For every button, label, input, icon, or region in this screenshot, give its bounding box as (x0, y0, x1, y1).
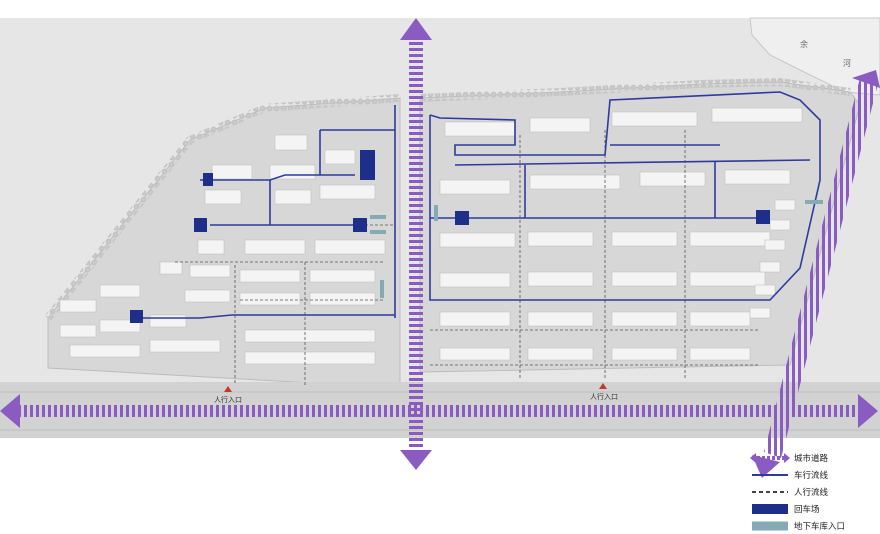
pedestrian-entrance-label-2: 人行入口 (590, 392, 618, 401)
legend-item-city-road: 城市道路 (750, 449, 877, 466)
parking-swatch (752, 503, 788, 514)
east-site-tree-border (419, 77, 851, 102)
legend-item-turnaround-parking: 回车场 (752, 500, 877, 517)
vehicle-flow-lines (136, 91, 821, 319)
vehicle-flow-swatch (752, 473, 788, 476)
west-site-tree-border (44, 94, 401, 321)
turnaround-parking-marks (130, 150, 770, 323)
legend-label: 地下车库入口 (794, 521, 846, 532)
legend-item-underground-garage: 地下车库入口 (752, 517, 877, 534)
entrance-marker-2 (599, 383, 607, 389)
garage-entrance-marks (370, 200, 823, 298)
east-buildings (439, 107, 803, 361)
legend-label: 城市道路 (794, 453, 829, 464)
river-label-2: 河 (843, 58, 851, 68)
legend-label: 回车场 (794, 504, 820, 515)
legend-item-vehicle-flow: 车行流线 (752, 466, 877, 483)
legend-label: 车行流线 (794, 470, 829, 481)
city-road-diagonal (752, 70, 880, 478)
city-road-north-south (400, 18, 432, 470)
city-road-east-west (0, 394, 878, 428)
legend: 城市道路 车行流线 人行流线 回车场 地下车库入口 (750, 449, 877, 534)
entrance-marker-1 (224, 386, 232, 392)
site-plan: 人行入口 人行入口 余 河 (0, 17, 880, 478)
city-road-swatch (750, 452, 790, 463)
river-label-1: 余 (800, 39, 808, 49)
pedestrian-flow-swatch (752, 490, 788, 493)
river-area (749, 17, 880, 96)
pedestrian-entrance-label-1: 人行入口 (214, 395, 242, 404)
legend-label: 人行流线 (794, 487, 829, 498)
legend-item-pedestrian-flow: 人行流线 (752, 483, 877, 500)
garage-swatch (752, 521, 788, 530)
